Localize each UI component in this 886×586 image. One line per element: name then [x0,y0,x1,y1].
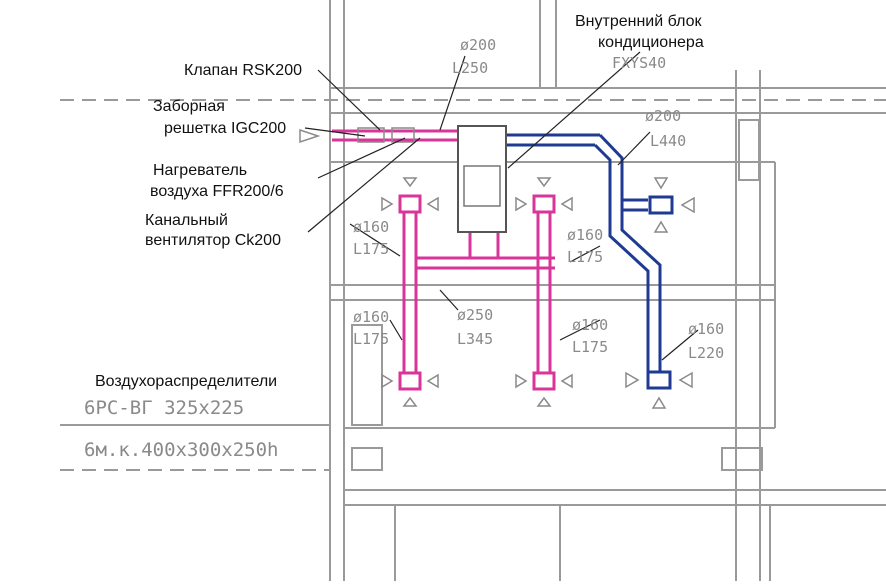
heater-label-line2: воздуха FFR200/6 [150,183,284,200]
branch-left-bottom-diameter-label: ø160 [353,308,389,326]
valve-label: Клапан RSK200 [184,62,302,79]
plan-labels: ø200 L250 FXYS40 ø200 L440 ø160 L175 ø16… [84,36,724,461]
main-length-label: L440 [650,132,686,150]
diffuser-pink-2 [515,177,573,214]
branch-right-bottom-diameter-label: ø160 [572,316,608,334]
indoor-unit-label-line2: кондиционера [598,34,704,51]
diffuser-blue-1 [648,177,695,233]
model-label: FXYS40 [612,54,666,72]
branch-right-top-length-label: L175 [567,248,603,266]
blue-duct-network [505,133,662,372]
diffuser-pink-1 [381,177,439,214]
blue-branch-length-label: L220 [688,344,724,362]
diffuser-pink-3 [381,371,439,407]
architectural-background [60,0,886,581]
indoor-unit-label-line1: Внутренний блок [575,13,702,30]
diffuser-pink-4 [515,371,573,407]
branch-right-top-diameter-label: ø160 [567,226,603,244]
supply-diameter-label: ø200 [460,36,496,54]
blue-branch-diameter-label: ø160 [688,320,724,338]
diffuser-spec-line2: 6м.к.400x300x250h [84,439,278,461]
diffuser-spec-line1: 6PC-ВГ 325x225 [84,397,244,419]
center-length-label: L345 [457,330,493,348]
main-diameter-label: ø200 [645,107,681,125]
supply-length-label: L250 [452,59,488,77]
branch-left-bottom-length-label: L175 [353,330,389,348]
fan-label-line1: Канальный [145,212,228,229]
fan-label-line2: вентилятор Ck200 [145,232,281,249]
pink-duct-network [332,129,555,378]
diffusers-label: Воздухораспределители [95,373,277,390]
diffuser-blue-2 [625,370,693,409]
intake-grille-label-line1: Заборная [153,98,225,115]
branch-left-top-length-label: L175 [353,240,389,258]
intake-grille-label-line2: решетка IGC200 [164,120,286,137]
leader-lines [304,51,699,361]
center-diameter-label: ø250 [457,306,493,324]
branch-right-bottom-length-label: L175 [572,338,608,356]
branch-left-top-diameter-label: ø160 [353,218,389,236]
heater-label-line1: Нагреватель [153,162,247,179]
callout-labels: Внутренний блок кондиционера Клапан RSK2… [95,13,704,390]
indoor-unit [457,125,507,233]
